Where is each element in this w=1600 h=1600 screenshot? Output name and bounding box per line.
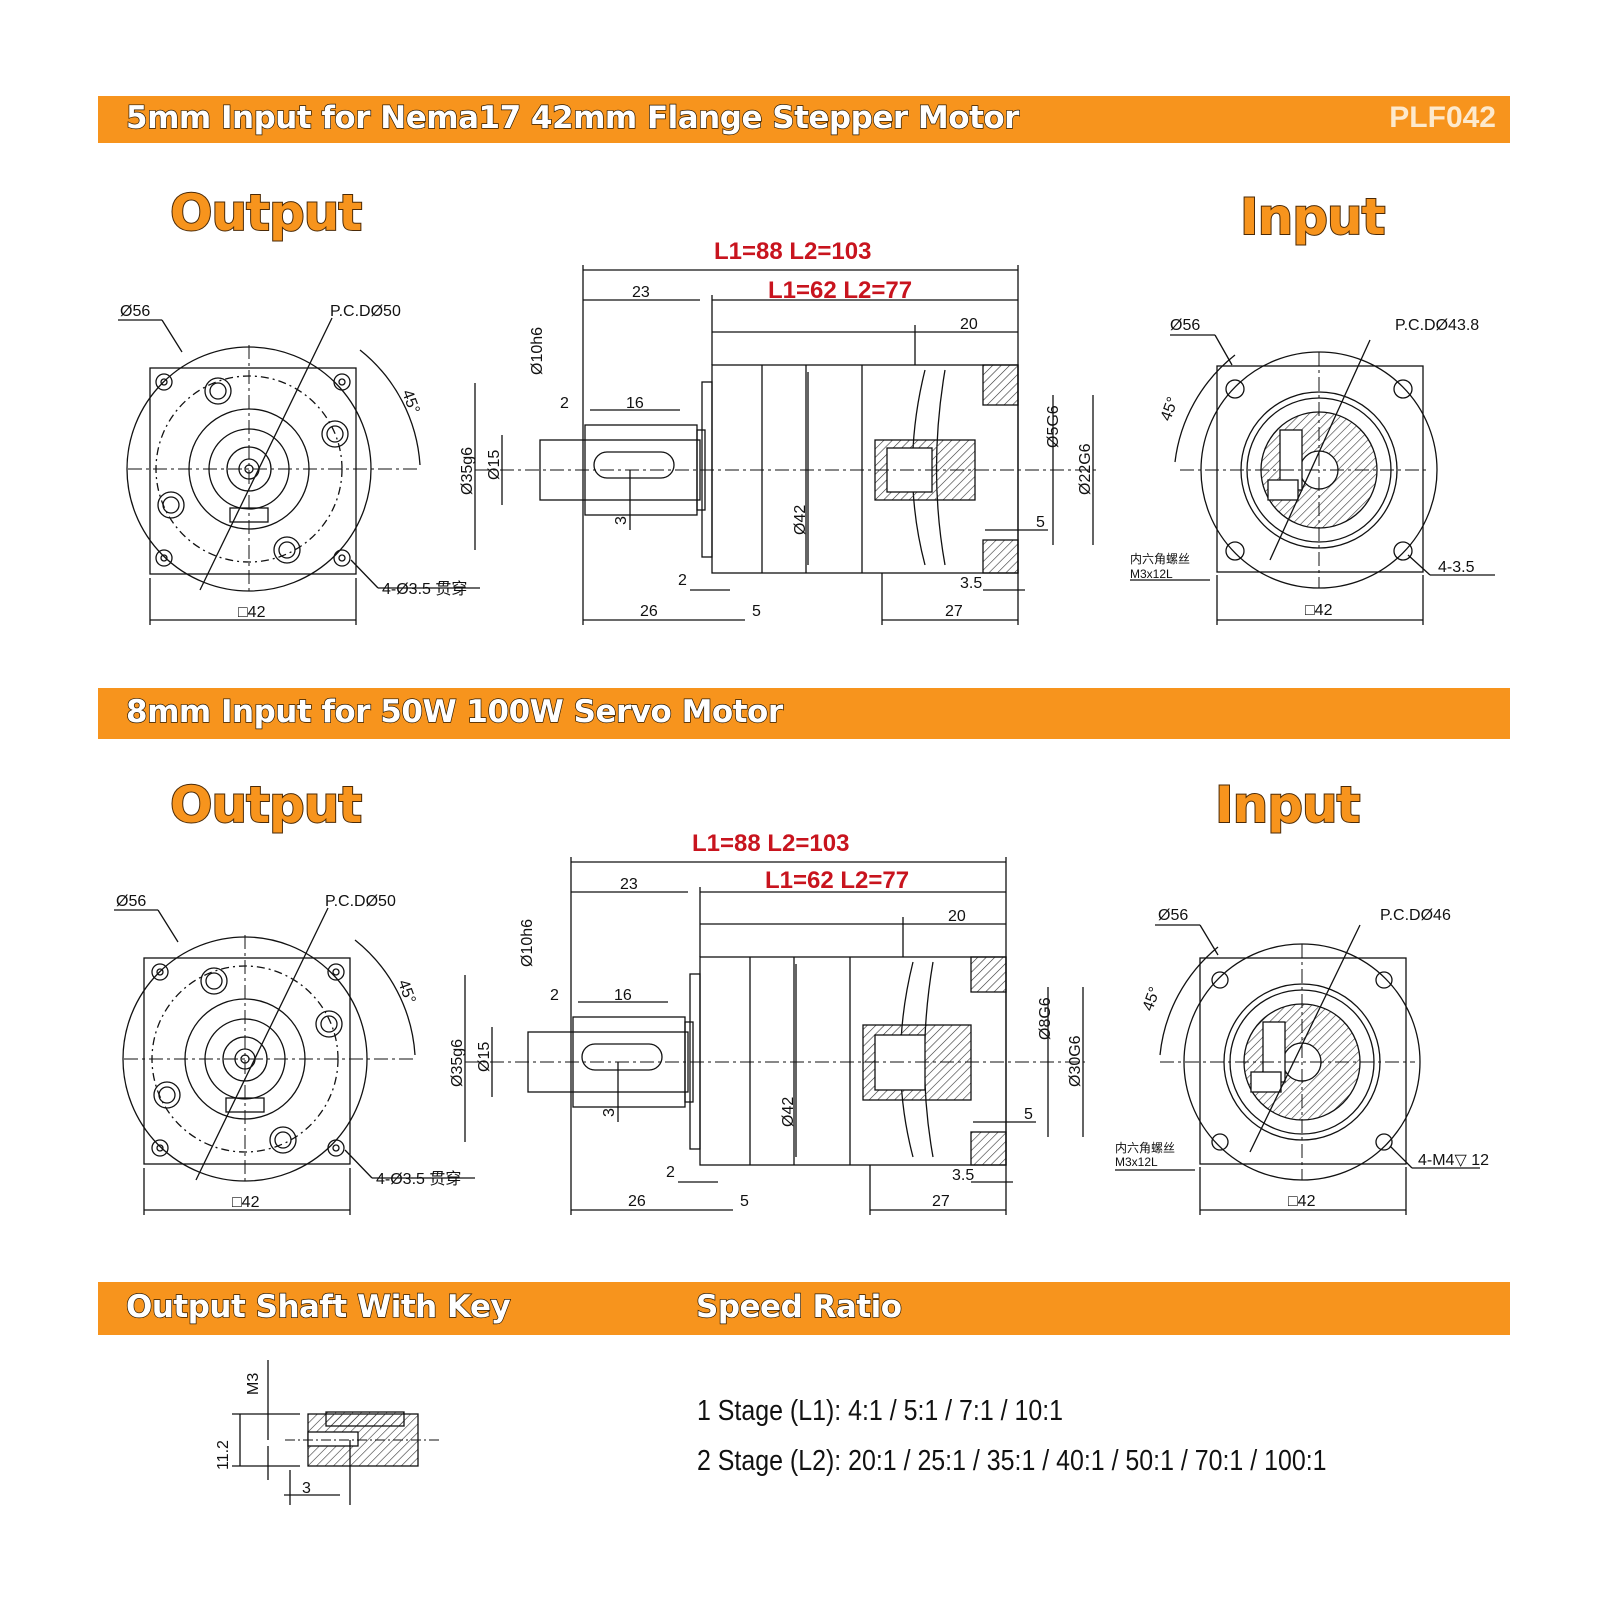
dim-input-holes-top: 4-3.5 <box>1438 559 1475 576</box>
dim-output-square-top: □42 <box>238 604 266 621</box>
dim-pilot-top: Ø35g6 <box>459 447 476 495</box>
dim-len5a-top: 5 <box>752 603 761 620</box>
input-flange-view-middle <box>1115 924 1480 1215</box>
dim-len26-top: 26 <box>640 603 658 620</box>
dim-bore-top: Ø5G6 <box>1045 405 1062 448</box>
heading-input-middle: Input <box>1214 775 1361 835</box>
dim-len16-middle: 16 <box>614 987 632 1004</box>
side-view-middle <box>464 857 1085 1215</box>
dim-output-square-middle: □42 <box>232 1194 260 1211</box>
length-long-top: L1=88 L2=103 <box>714 238 871 265</box>
dim-bore-middle: Ø8G6 <box>1037 997 1054 1040</box>
key-height-label: 11.2 <box>215 1440 232 1470</box>
banner-bottom: Output Shaft With Key Speed Ratio <box>98 1282 1510 1335</box>
dim-len2a-top: 2 <box>560 395 569 412</box>
dim-pilot-middle: Ø35g6 <box>449 1039 466 1087</box>
dim-len26-middle: 26 <box>628 1193 646 1210</box>
output-flange-view-middle <box>114 907 475 1215</box>
input-flange-view-top <box>1130 334 1495 625</box>
dim-input-dia-top: Ø56 <box>1170 317 1200 334</box>
dim-len3-middle: 3 <box>601 1108 618 1117</box>
key-depth-label: 3 <box>302 1480 311 1497</box>
banner-bottom-left: Output Shaft With Key <box>125 1288 511 1325</box>
dim-len35-middle: 3.5 <box>952 1167 974 1184</box>
dim-len20-top: 20 <box>960 316 978 333</box>
key-thread-label: M3 <box>245 1373 262 1395</box>
heading-input-top: Input <box>1239 187 1386 247</box>
dim-input-angle-top: 45° <box>1158 395 1182 424</box>
dim-len2b-middle: 2 <box>666 1164 675 1181</box>
dim-len35-top: 3.5 <box>960 575 982 592</box>
dim-input-dia-middle: Ø56 <box>1158 907 1188 924</box>
dim-input-square-top: □42 <box>1305 602 1333 619</box>
dim-len2a-middle: 2 <box>550 987 559 1004</box>
dim-len5b-top: 5 <box>1036 514 1045 531</box>
dim-d42-top: Ø42 <box>792 505 809 535</box>
dim-output-angle-middle: 45° <box>394 978 418 1007</box>
model-number: PLF042 <box>1389 101 1496 134</box>
dim-output-dia-top: Ø56 <box>120 303 150 320</box>
heading-output-middle: Output <box>169 775 363 835</box>
dim-input-holes-middle: 4-M4▽ 12 <box>1418 1152 1489 1169</box>
dim-len5a-middle: 5 <box>740 1193 749 1210</box>
dim-output-pcd-top: P.C.DØ50 <box>330 303 401 320</box>
dim-input-screw1-top: 内六角螺丝 <box>1130 552 1190 566</box>
length-short-middle: L1=62 L2=77 <box>765 867 909 894</box>
dim-shaft-middle: Ø10h6 <box>519 919 536 967</box>
dim-len27-top: 27 <box>945 603 963 620</box>
dim-len2b-top: 2 <box>678 572 687 589</box>
banner-middle-title: 8mm Input for 50W 100W Servo Motor <box>125 693 784 730</box>
speed-ratio-stage2: 2 Stage (L2): 20:1 / 25:1 / 35:1 / 40:1 … <box>697 1445 1327 1477</box>
dim-len20-middle: 20 <box>948 908 966 925</box>
dim-len23-top: 23 <box>632 284 650 301</box>
output-flange-view-top <box>118 317 480 625</box>
dim-shaft-top: Ø10h6 <box>529 327 546 375</box>
dim-len5b-middle: 5 <box>1024 1106 1033 1123</box>
dim-input-angle-middle: 45° <box>1140 985 1164 1014</box>
heading-output-top: Output <box>169 183 363 243</box>
side-view-top <box>474 265 1100 625</box>
dim-output-angle-top: 45° <box>398 388 422 417</box>
dim-input-square-middle: □42 <box>1288 1193 1316 1210</box>
speed-ratio-stage1: 1 Stage (L1): 4:1 / 5:1 / 7:1 / 10:1 <box>697 1395 1064 1427</box>
dim-output-holes-top: 4-Ø3.5 贯穿 <box>382 580 467 598</box>
dim-len27-middle: 27 <box>932 1193 950 1210</box>
length-short-top: L1=62 L2=77 <box>768 277 912 304</box>
dim-len16-top: 16 <box>626 395 644 412</box>
dim-len3-top: 3 <box>613 516 630 525</box>
dim-spigot-top: Ø22G6 <box>1077 443 1094 495</box>
dim-d15-top: Ø15 <box>486 450 503 480</box>
length-long-middle: L1=88 L2=103 <box>692 830 849 857</box>
banner-bottom-right: Speed Ratio <box>695 1288 902 1325</box>
dim-d15-middle: Ø15 <box>476 1042 493 1072</box>
dim-output-holes-middle: 4-Ø3.5 贯穿 <box>376 1170 461 1188</box>
dim-input-screw2-top: M3x12L <box>1130 567 1173 581</box>
dim-input-screw2-middle: M3x12L <box>1115 1155 1158 1169</box>
dim-d42-middle: Ø42 <box>780 1097 797 1127</box>
banner-middle: 8mm Input for 50W 100W Servo Motor <box>98 688 1510 739</box>
banner-top: 5mm Input for Nema17 42mm Flange Stepper… <box>98 96 1510 143</box>
dim-input-pcd-top: P.C.DØ43.8 <box>1395 317 1479 334</box>
dim-output-dia-middle: Ø56 <box>116 893 146 910</box>
dim-input-pcd-middle: P.C.DØ46 <box>1380 907 1451 924</box>
dim-input-screw1-middle: 内六角螺丝 <box>1115 1141 1175 1155</box>
dim-output-pcd-middle: P.C.DØ50 <box>325 893 396 910</box>
dim-len23-middle: 23 <box>620 876 638 893</box>
dim-spigot-middle: Ø30G6 <box>1067 1035 1084 1087</box>
banner-top-title: 5mm Input for Nema17 42mm Flange Stepper… <box>125 99 1020 136</box>
key-detail <box>232 1360 440 1505</box>
